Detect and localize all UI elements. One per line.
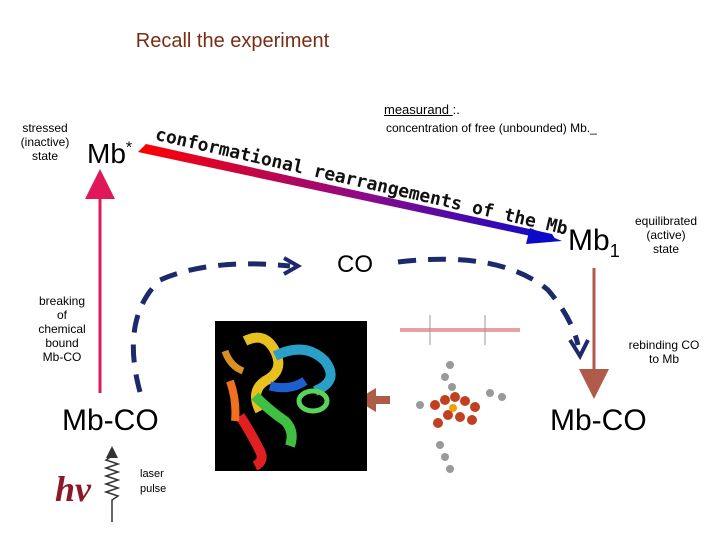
h-nu-label: hν	[55, 469, 91, 509]
measurand-text: measurand	[384, 102, 453, 117]
mb-star-label: Mb*	[87, 138, 132, 170]
stressed-state-line: state	[31, 149, 58, 163]
equilibrated-state-line: (active)	[646, 228, 686, 242]
conformational-arrow-head	[526, 228, 562, 244]
mb-star-sup: *	[125, 139, 133, 157]
mb1-sub: 1	[609, 241, 620, 261]
myoglobin-structure-image	[215, 321, 367, 471]
equilibrated-state-line: state	[652, 242, 679, 256]
breaking-line: bound	[45, 336, 79, 350]
conformational-arrow	[138, 144, 556, 240]
mb-star-base: Mb	[87, 138, 126, 169]
laser-pulse-label: laser pulse	[140, 467, 166, 497]
measurand-label: measurand :.	[384, 102, 460, 117]
equilibrated-state-label: equilibrated (active) state	[624, 214, 708, 256]
breaking-line: of	[56, 308, 67, 322]
breaking-label: breaking of chemical bound Mb-CO	[30, 294, 94, 364]
laser-pulse-line: laser	[140, 468, 164, 480]
heme-structure-image	[390, 305, 530, 480]
breaking-line: breaking	[38, 294, 86, 308]
laser-squiggle	[103, 455, 121, 522]
breaking-line: chemical	[38, 322, 86, 336]
equilibrated-state-line: equilibrated	[634, 214, 698, 228]
stressed-state-line: (inactive)	[20, 135, 70, 149]
co-dashed-arc-right	[397, 256, 581, 346]
stressed-state-line: stressed	[22, 121, 68, 135]
mb1-label: Mb1	[568, 224, 620, 262]
co-dashed-arc	[130, 261, 291, 393]
page-title: Recall the experiment	[135, 30, 330, 52]
mb1-base: Mb	[568, 224, 610, 257]
rebinding-label: rebinding CO to Mb	[614, 338, 714, 366]
co-label: CO	[337, 251, 373, 278]
rebinding-line: rebinding CO	[628, 338, 700, 352]
co-arrow-head-right	[568, 338, 590, 361]
concentration-label: concentration of free (unbounded) Mb._	[386, 121, 597, 135]
stressed-state-label: stressed (inactive) state	[14, 121, 76, 163]
laser-pulse-line: pulse	[140, 483, 167, 495]
measurand-suffix: :.	[452, 102, 460, 117]
mbco-left-label: Mb-CO	[62, 404, 159, 437]
co-arrow-head-left	[283, 256, 303, 276]
mbco-right-label: Mb-CO	[550, 404, 647, 437]
breaking-line: Mb-CO	[42, 350, 82, 364]
laser-arrow-head	[106, 446, 118, 458]
rebinding-line: to Mb	[648, 352, 679, 366]
